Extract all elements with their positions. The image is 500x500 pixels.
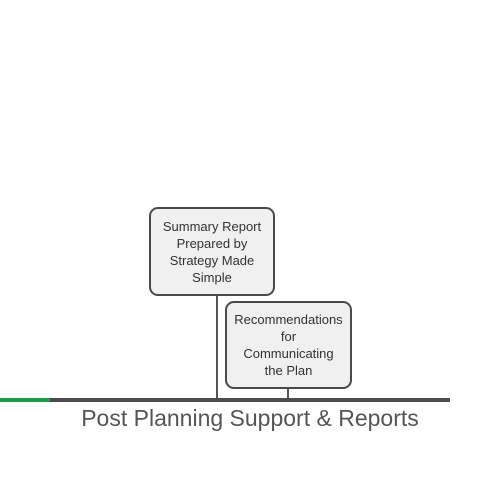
milestone-label: Recommendations for Communicating the Pl… [234, 311, 342, 379]
milestone-label-line: Communicating [243, 346, 334, 361]
milestone-label-line: Summary Report [162, 218, 262, 234]
timeline-track [50, 398, 450, 402]
milestone-label-line: Prepared by [176, 235, 248, 251]
milestone-label-line: for [280, 329, 297, 344]
milestone-label: Summary Report Prepared by Strategy Made… [163, 218, 261, 286]
milestone-label-line: Strategy Made [169, 252, 255, 268]
milestone-label-line: the Plan [264, 363, 313, 378]
milestone-label-line: Recommendations [234, 312, 343, 327]
milestone-label-line: Simple [192, 269, 232, 285]
timeline-caption: Post Planning Support & Reports [81, 405, 419, 431]
milestone-summary-report: Summary Report Prepared by Strategy Made… [149, 207, 275, 296]
timeline-progress-segment [0, 398, 50, 402]
milestone-recommendations: Recommendations for Communicating the Pl… [225, 301, 352, 389]
milestone-stem-1 [216, 294, 218, 400]
milestone-stem-2 [287, 388, 289, 400]
